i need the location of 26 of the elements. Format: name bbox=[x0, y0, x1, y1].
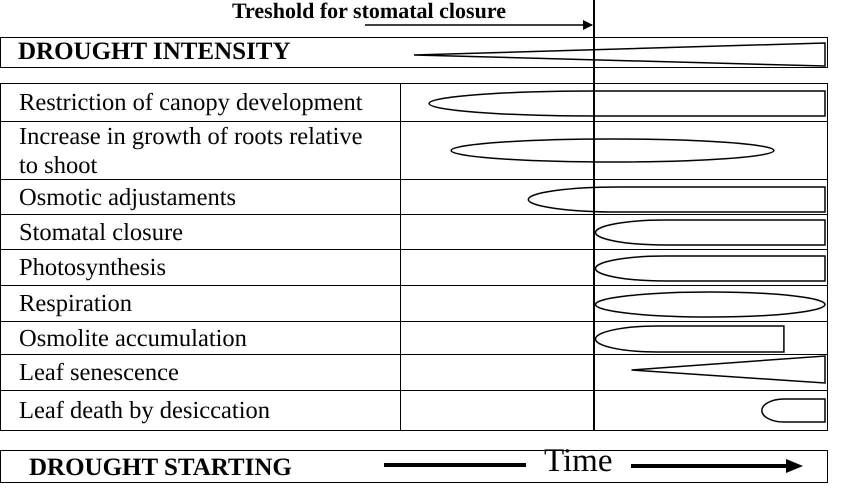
footer-box bbox=[0, 450, 828, 483]
threshold-label: Treshold for stomatal closure bbox=[232, 0, 506, 22]
header-text: DROUGHT INTENSITY bbox=[18, 38, 291, 66]
response-bar bbox=[594, 325, 785, 353]
response-bar bbox=[528, 186, 826, 213]
threshold-line bbox=[593, 0, 595, 430]
row-label: Leaf senescence bbox=[19, 358, 179, 387]
response-bar bbox=[594, 255, 826, 282]
row-label: Respiration bbox=[19, 289, 132, 318]
response-ellipse bbox=[450, 138, 775, 163]
row-label: Photosynthesis bbox=[19, 253, 166, 282]
response-wedge bbox=[413, 42, 826, 67]
row-label: Stomatal closure bbox=[19, 218, 183, 246]
response-wedge bbox=[630, 355, 826, 384]
response-bar bbox=[428, 90, 826, 117]
row-label: Osmolite accumulation bbox=[19, 324, 247, 352]
row-label: Restriction of canopy development bbox=[19, 88, 363, 117]
response-bar bbox=[594, 219, 826, 246]
response-ellipse bbox=[594, 291, 826, 318]
row-label: Increase in growth of roots relative to shoot bbox=[19, 122, 364, 180]
row-label: Leaf death by desiccation bbox=[19, 396, 270, 425]
header-box bbox=[0, 37, 828, 68]
arrow bbox=[365, 20, 593, 30]
footer-text: DROUGHT STARTING bbox=[29, 454, 292, 482]
response-bar bbox=[761, 398, 826, 423]
row-label: Osmotic adjustaments bbox=[19, 182, 236, 212]
